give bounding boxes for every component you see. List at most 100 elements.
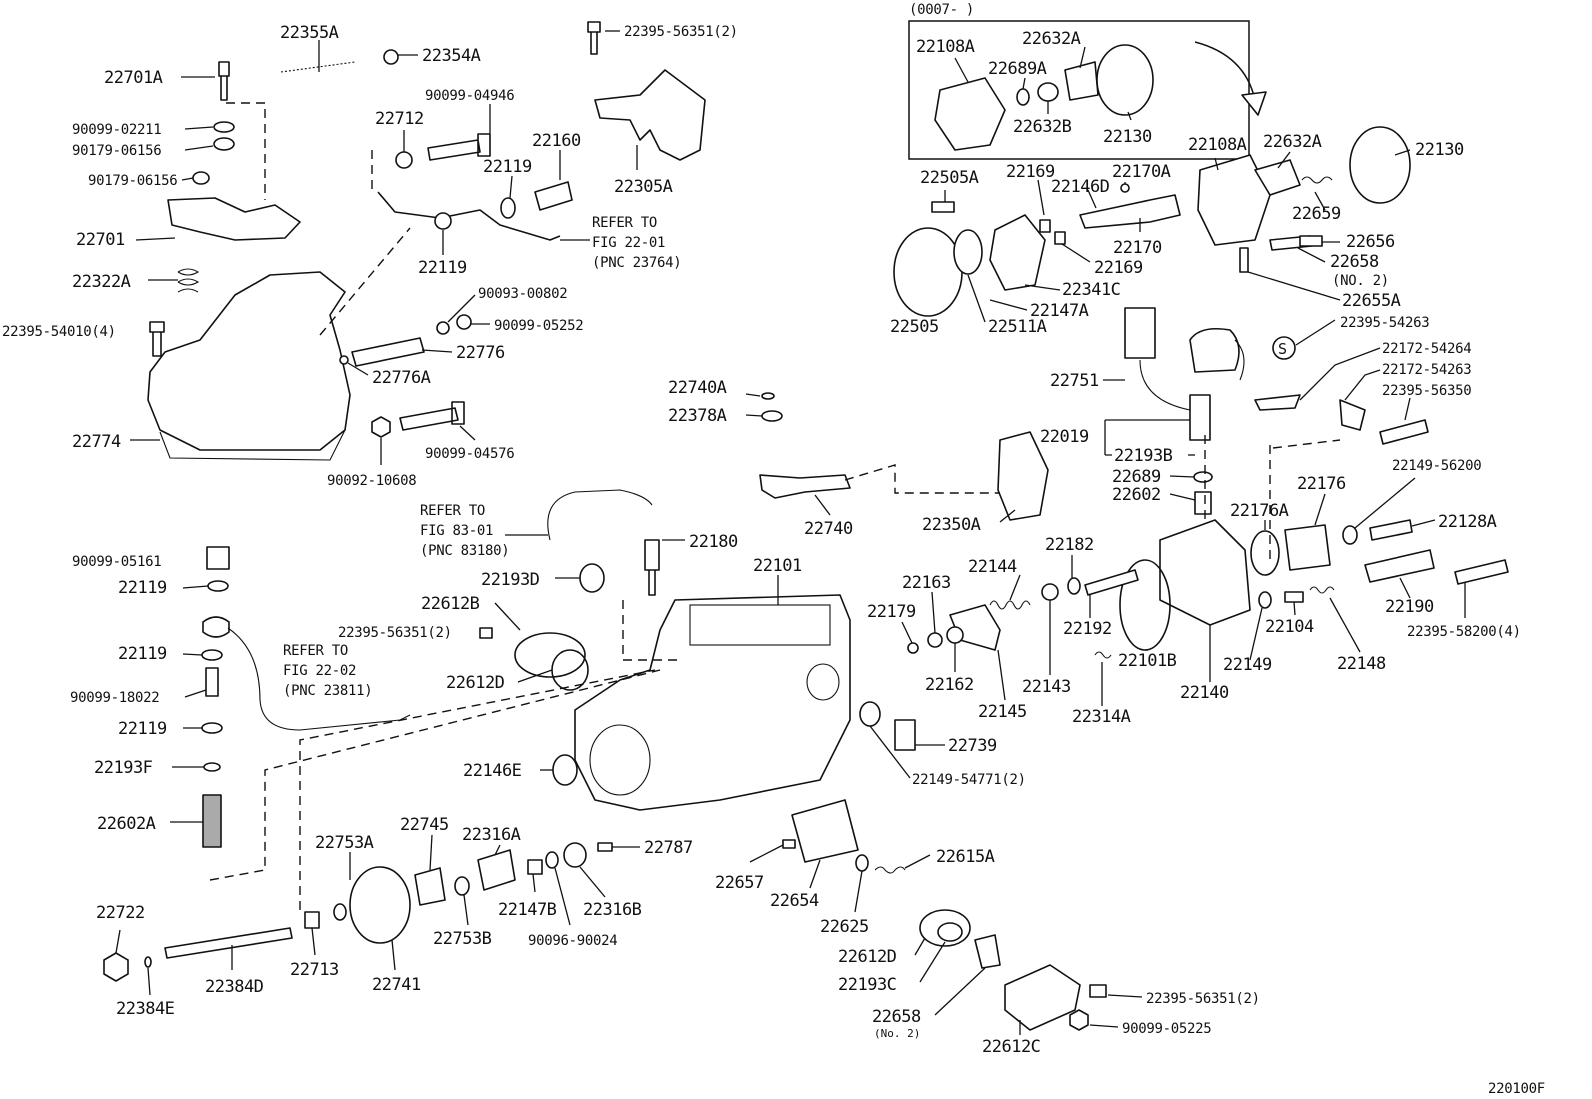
label-22654[interactable]: 22654 [770, 891, 819, 911]
label-22612D[interactable]: 22612D [446, 673, 505, 693]
label-90099-04946[interactable]: 90099-04946 [425, 88, 515, 104]
label-22657[interactable]: 22657 [715, 873, 764, 893]
label-22176A[interactable]: 22176A [1230, 501, 1289, 521]
label-22147B[interactable]: 22147B [498, 900, 557, 920]
label-22163[interactable]: 22163 [902, 573, 951, 593]
label-22316A[interactable]: 22316A [462, 825, 521, 845]
label-22108A[interactable]: 22108A [1188, 135, 1247, 155]
label-22143[interactable]: 22143 [1022, 677, 1071, 697]
reference-fig-83-01[interactable]: REFER TO FIG 83-01 (PNC 83180) [420, 503, 510, 559]
label-22713[interactable]: 22713 [290, 960, 339, 980]
label-22787[interactable]: 22787 [644, 838, 693, 858]
label-22172-54263[interactable]: 22172-54263 [1382, 362, 1472, 378]
label-22745[interactable]: 22745 [400, 815, 449, 835]
label-22632A-inset[interactable]: 22632A [1022, 29, 1081, 49]
label-22395-56350[interactable]: 22395-56350 [1382, 383, 1472, 399]
label-22395-58200[interactable]: 22395-58200(4) [1407, 624, 1521, 640]
label-22149[interactable]: 22149 [1223, 655, 1272, 675]
label-22722[interactable]: 22722 [96, 903, 145, 923]
label-90179-06156a[interactable]: 90179-06156 [72, 143, 162, 159]
label-22169b[interactable]: 22169 [1094, 258, 1143, 278]
label-22101B[interactable]: 22101B [1118, 651, 1177, 671]
label-22170[interactable]: 22170 [1113, 238, 1162, 258]
label-22753A[interactable]: 22753A [315, 833, 374, 853]
label-22147A[interactable]: 22147A [1030, 301, 1089, 321]
label-22505A[interactable]: 22505A [920, 168, 979, 188]
label-22612D-b[interactable]: 22612D [838, 947, 897, 967]
label-22350A[interactable]: 22350A [922, 515, 981, 535]
label-22355A[interactable]: 22355A [280, 23, 339, 43]
label-22180[interactable]: 22180 [689, 532, 738, 552]
label-90099-18022[interactable]: 90099-18022 [70, 690, 160, 706]
label-90099-05225[interactable]: 90099-05225 [1122, 1021, 1212, 1037]
reference-fig-22-02[interactable]: REFER TO FIG 22-02 (PNC 23811) [283, 643, 373, 699]
label-22689A[interactable]: 22689A [988, 59, 1047, 79]
label-22019[interactable]: 22019 [1040, 427, 1089, 447]
label-22108A-inset[interactable]: 22108A [916, 37, 975, 57]
label-22316B[interactable]: 22316B [583, 900, 642, 920]
label-22658a[interactable]: 22658 [1330, 252, 1379, 272]
label-22625[interactable]: 22625 [820, 917, 869, 937]
label-22712[interactable]: 22712 [375, 109, 424, 129]
label-22701[interactable]: 22701 [76, 230, 125, 250]
label-22176[interactable]: 22176 [1297, 474, 1346, 494]
label-22776A[interactable]: 22776A [372, 368, 431, 388]
label-22341C[interactable]: 22341C [1062, 280, 1121, 300]
label-22395-56351b[interactable]: 22395-56351(2) [338, 625, 452, 641]
label-22505[interactable]: 22505 [890, 317, 939, 337]
label-22193B[interactable]: 22193B [1114, 446, 1173, 466]
label-22612C[interactable]: 22612C [982, 1037, 1041, 1057]
label-22395-54263[interactable]: 22395-54263 [1340, 315, 1430, 331]
label-90096-90024[interactable]: 90096-90024 [528, 933, 618, 949]
label-22658b[interactable]: 22658 [872, 1007, 921, 1027]
label-90179-06156b[interactable]: 90179-06156 [88, 173, 178, 189]
label-22130[interactable]: 22130 [1415, 140, 1464, 160]
label-22128A[interactable]: 22128A [1438, 512, 1497, 532]
label-22395-56351c[interactable]: 22395-56351(2) [1146, 991, 1260, 1007]
label-22119c[interactable]: 22119 [118, 578, 167, 598]
label-22169a[interactable]: 22169 [1006, 162, 1055, 182]
label-22119e[interactable]: 22119 [118, 719, 167, 739]
label-22162[interactable]: 22162 [925, 675, 974, 695]
label-22511A[interactable]: 22511A [988, 317, 1047, 337]
label-22322A[interactable]: 22322A [72, 272, 131, 292]
label-22140[interactable]: 22140 [1180, 683, 1229, 703]
label-22193F[interactable]: 22193F [94, 758, 153, 778]
label-22689[interactable]: 22689 [1112, 467, 1161, 487]
label-90092-10608[interactable]: 90092-10608 [327, 473, 417, 489]
label-22602[interactable]: 22602 [1112, 485, 1161, 505]
label-22739[interactable]: 22739 [948, 736, 997, 756]
label-22160[interactable]: 22160 [532, 131, 581, 151]
label-90099-05161[interactable]: 90099-05161 [72, 554, 162, 570]
label-22384E[interactable]: 22384E [116, 999, 175, 1019]
label-90099-02211[interactable]: 90099-02211 [72, 122, 162, 138]
label-22751[interactable]: 22751 [1050, 371, 1099, 391]
label-22149-54771[interactable]: 22149-54771(2) [912, 772, 1026, 788]
label-22104[interactable]: 22104 [1265, 617, 1314, 637]
label-22179[interactable]: 22179 [867, 602, 916, 622]
label-22656[interactable]: 22656 [1346, 232, 1395, 252]
label-22602A[interactable]: 22602A [97, 814, 156, 834]
label-22314A[interactable]: 22314A [1072, 707, 1131, 727]
label-22193C[interactable]: 22193C [838, 975, 897, 995]
label-22144[interactable]: 22144 [968, 557, 1017, 577]
label-22701A[interactable]: 22701A [104, 68, 163, 88]
label-22130-inset[interactable]: 22130 [1103, 127, 1152, 147]
label-22354A[interactable]: 22354A [422, 46, 481, 66]
label-22192[interactable]: 22192 [1063, 619, 1112, 639]
label-22395-56351a[interactable]: 22395-56351(2) [624, 24, 738, 40]
label-22305A[interactable]: 22305A [614, 177, 673, 197]
label-22378A[interactable]: 22378A [668, 406, 727, 426]
label-22612B[interactable]: 22612B [421, 594, 480, 614]
label-22659[interactable]: 22659 [1292, 204, 1341, 224]
label-22145[interactable]: 22145 [978, 702, 1027, 722]
label-22170A[interactable]: 22170A [1112, 162, 1171, 182]
label-22193D[interactable]: 22193D [481, 570, 540, 590]
label-22119b[interactable]: 22119 [418, 258, 467, 278]
label-22182[interactable]: 22182 [1045, 535, 1094, 555]
label-22190[interactable]: 22190 [1385, 597, 1434, 617]
label-22615A[interactable]: 22615A [936, 847, 995, 867]
label-90099-04576[interactable]: 90099-04576 [425, 446, 515, 462]
label-22146E[interactable]: 22146E [463, 761, 522, 781]
label-22148[interactable]: 22148 [1337, 654, 1386, 674]
